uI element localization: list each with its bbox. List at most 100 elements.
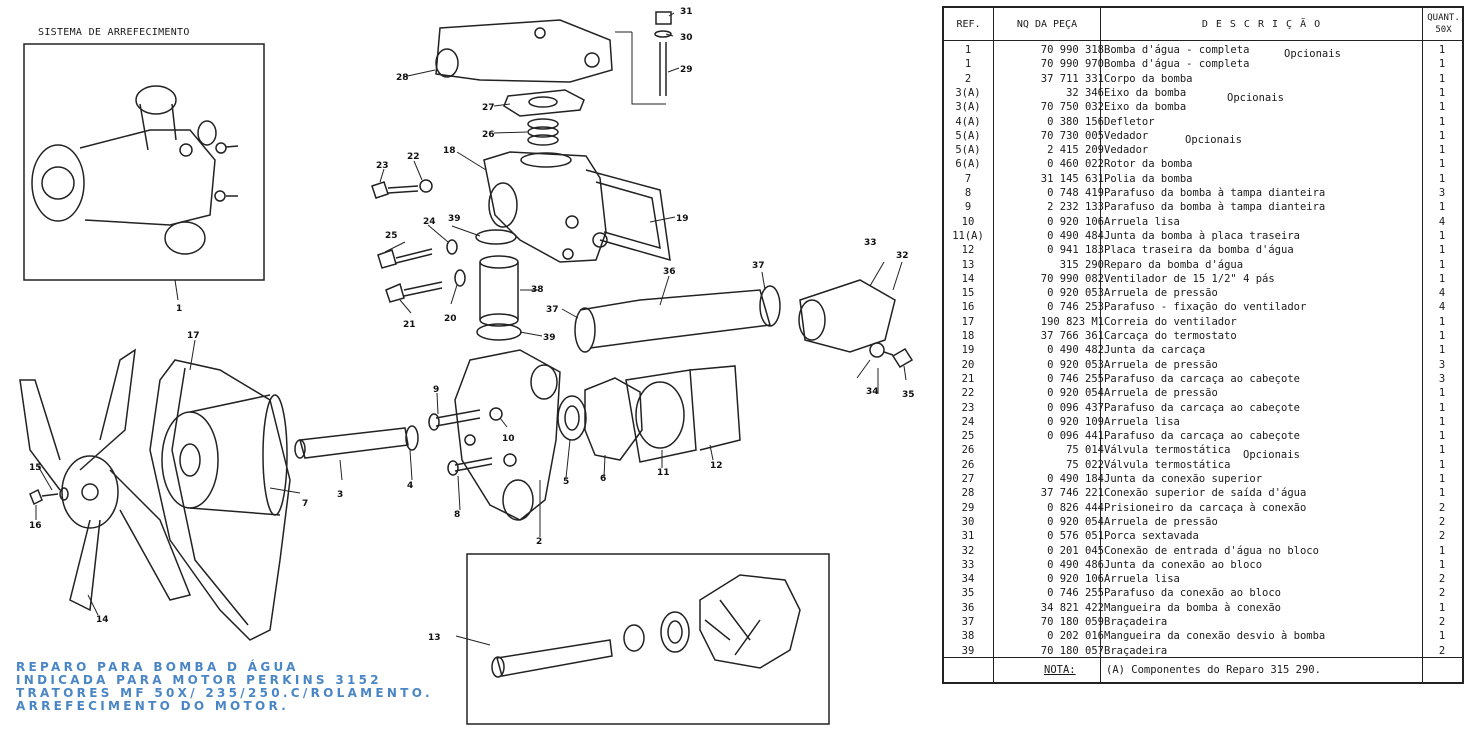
brace-label-pump: Opcionais [1284,48,1341,60]
quantity-cell: 3 [1438,187,1446,199]
callout-20: 20 [444,314,457,324]
ref-cell: 35 [961,587,975,600]
description-cell: Eixo da bomba [1104,101,1187,114]
callout-32: 32 [896,251,909,261]
description-cell: Polia da bomba [1104,172,1193,185]
description-cell: Reparo da bomba d'água [1104,258,1244,271]
quantity-cell: 1 [1438,229,1446,242]
part-number-cell: 0 576 051 [1047,530,1104,543]
part-number-cell: 0 202 016 [1047,630,1104,643]
ref-cell: 16 [961,301,975,314]
part-number-cell: 70 990 970 [1040,58,1104,71]
description-cell: Válvula termostática [1104,458,1231,471]
callout-29: 29 [680,65,693,75]
ref-cell: 27 [961,473,975,485]
callout-21: 21 [403,320,416,330]
ref-cell: 28 [961,487,975,500]
ref-cell: 2 [964,72,972,85]
part-number-cell: 0 746 255 [1047,587,1104,600]
callout-39-upper: 39 [448,214,461,224]
description-cell: Vedador [1104,129,1149,142]
quantity-cell: 1 [1438,58,1446,71]
quantity-cell: 1 [1438,387,1446,400]
ref-cell: 1 [964,44,972,56]
ref-cell: 33 [961,558,975,571]
ref-cell: 34 [961,573,975,586]
part-number-cell: 0 490 184 [1047,473,1104,485]
description-cell: Porca sextavada [1104,530,1199,543]
callout-23: 23 [376,161,389,171]
ref-cell: 24 [961,415,975,428]
quantity-cell: 1 [1438,115,1446,128]
part-number-cell: 0 920 054 [1047,515,1104,528]
quantity-cell: 3 [1438,372,1446,385]
description-cell: Braçadeira [1104,616,1168,628]
nota-row: NOTA: (A) Componentes do Reparo 315 290. [944,657,1464,683]
description-cell: Arruela de pressão [1104,287,1218,300]
description-cell: Parafuso da conexão ao bloco [1104,587,1282,600]
quantity-cell: 1 [1438,158,1446,171]
part-number-cell: 75 022 [1066,458,1104,471]
description-cell: Mangueira da bomba à conexão [1104,601,1282,614]
callout-19: 19 [676,214,689,224]
ref-cell: 25 [961,430,975,443]
description-cell: Carcaça do termostato [1104,330,1237,342]
part-number-cell: 0 746 255 [1047,372,1104,385]
parts-table: REF. NQ DA PEÇA D E S C R I Ç Ã O QUANT.… [942,6,1464,684]
callout-36: 36 [663,267,676,277]
part-number-cell: 0 490 486 [1047,558,1104,571]
callout-37-left: 37 [546,305,559,315]
nota-text: (A) Componentes do Reparo 315 290. [1106,664,1321,676]
quantity-cell: 2 [1438,644,1446,657]
ref-cell: 21 [961,372,975,385]
brace-label-shaft: Opcionais [1227,92,1284,104]
description-cell: Prisioneiro da carcaça à conexão [1104,501,1307,514]
quantity-cell: 4 [1438,215,1446,228]
quantity-cell: 1 [1438,444,1446,457]
part-number-cell: 70 180 057 [1040,644,1104,657]
part-number-cell: 0 096 441 [1047,430,1104,443]
description-cell: Conexão superior de saída d'água [1104,487,1307,500]
description-cell: Arruela lisa [1104,573,1180,586]
callout-4: 4 [407,481,413,491]
description-cell: Conexão de entrada d'água no bloco [1104,544,1319,557]
part-number-cell: 0 380 156 [1047,115,1104,128]
description-cell: Parafuso da carcaça ao cabeçote [1104,430,1300,443]
nota-label: NOTA: [1044,664,1076,676]
part-number-cell: 32 346 [1066,86,1104,99]
part-number-cell: 37 711 331 [1040,72,1104,85]
quantity-cell: 1 [1438,415,1446,428]
header-ref: REF. [944,8,993,41]
callout-6: 6 [600,474,606,484]
callout-27: 27 [482,103,495,113]
ref-cell: 11(A) [952,229,984,242]
part-number-cell: 0 920 054 [1047,387,1104,400]
part-number-cell: 0 490 482 [1047,344,1104,357]
ref-cell: 37 [961,616,975,628]
quantity-cell: 1 [1438,44,1446,56]
description-cell: Ventilador de 15 1/2" 4 pás [1104,272,1275,285]
ref-cell: 3(A) [955,101,981,114]
part-number-cell: 70 180 059 [1040,616,1104,628]
ref-cell: 26 [961,458,975,471]
quantity-cell: 2 [1438,515,1446,528]
quantity-cell: 1 [1438,401,1446,414]
quantity-cell: 1 [1438,344,1446,357]
callout-17: 17 [187,331,200,341]
part-number-cell: 2 232 133 [1047,201,1104,214]
